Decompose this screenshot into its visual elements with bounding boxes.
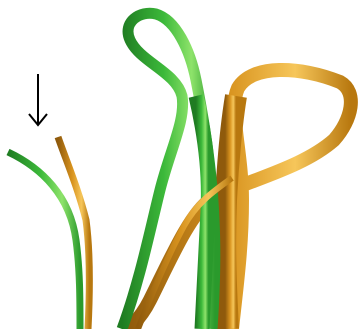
orange-column-body	[225, 96, 236, 329]
left-strand-pair	[8, 137, 89, 329]
left-green-strand	[8, 152, 80, 329]
green-hairpin-ribbon	[122, 13, 215, 329]
down-arrow-icon	[29, 74, 47, 125]
